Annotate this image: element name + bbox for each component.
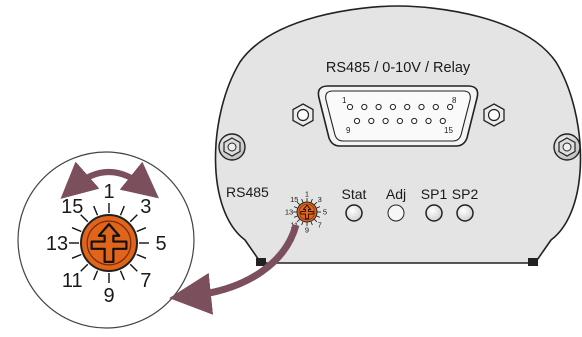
pins-row-top [346,103,454,111]
dial-number: 3 [318,195,322,204]
rotation-arrow [60,161,159,199]
pin [404,103,411,111]
dial-tick [301,198,304,203]
dial-tick [119,270,125,281]
housing-foot-right [528,258,538,266]
dial-number: 5 [155,233,166,255]
dial-number: 7 [318,220,322,229]
dial-knob-ring [298,203,316,221]
dial-tick [314,201,318,205]
dial-tick [119,205,125,216]
dial-number: 7 [140,270,151,292]
pin [389,103,396,111]
dial-tick [71,227,82,233]
pin [361,103,368,111]
pin [375,103,382,111]
housing-foot-left [256,258,266,266]
pin [368,117,375,125]
sp1-led [425,204,443,222]
dial-tick [93,270,99,281]
sp1-label: SP1 [421,186,448,202]
pin [425,117,432,125]
dial-tick [314,219,318,223]
dial-number: 1 [305,190,309,199]
dial-tick [310,198,313,203]
connector-standoff-left [292,103,314,127]
dial-knob-ring [86,220,132,266]
dial-number: 5 [323,208,327,217]
dial-number: 13 [46,233,68,255]
zoom-pointer-arrow [169,223,300,315]
dial-number: 13 [285,208,293,217]
dial-number: 1 [103,181,114,203]
pin-label-8: 8 [452,96,457,105]
pin [432,103,439,111]
dial-number: 9 [305,226,309,235]
stat-led [345,204,363,222]
pin [439,117,446,125]
pin-label-1: 1 [342,96,347,105]
dial-number: 9 [103,285,114,307]
dial-number: 3 [140,196,151,218]
dial-tick [71,253,82,259]
pins-row-bottom [353,117,446,125]
dial-arrow-slot [90,223,128,263]
screw-left [218,133,246,161]
dial-tick [316,215,321,218]
connector-standoff-right [483,103,505,127]
dial-tick [80,214,89,223]
dial-tick [93,205,99,216]
pin [396,117,403,125]
dial-tick [136,227,147,233]
connector-title: RS485 / 0-10V / Relay [326,60,471,76]
pin [418,103,425,111]
dial-tick [293,206,298,209]
sp2-label: SP2 [452,186,479,202]
dial-tick [129,214,138,223]
pin-label-9: 9 [346,126,351,135]
pin [346,103,354,111]
dial-number: 15 [290,195,298,204]
dial-tick [293,215,298,218]
dial-number: 11 [62,270,83,292]
dial-tick [301,221,304,226]
pin [447,103,454,111]
sp2-led [456,204,474,222]
dial-tick [310,221,313,226]
stat-label: Stat [342,186,367,202]
adj-label: Adj [386,186,406,202]
dial-tick [316,206,321,209]
rs485-label: RS485 [226,184,269,200]
pin [382,117,389,125]
dial-tick [296,201,300,205]
pin [353,117,361,125]
pin-label-15: 15 [444,126,453,135]
pin [411,117,418,125]
db15-connector: 1 8 9 15 [292,85,505,147]
dial-number: 15 [61,196,83,218]
dial-tick [136,253,147,259]
screw-right [553,133,581,161]
adj-button[interactable] [387,204,405,222]
dial-arrow-slot [300,204,314,220]
dial-tick [296,219,300,223]
dial-tick [80,263,89,272]
dial-tick [129,263,138,272]
